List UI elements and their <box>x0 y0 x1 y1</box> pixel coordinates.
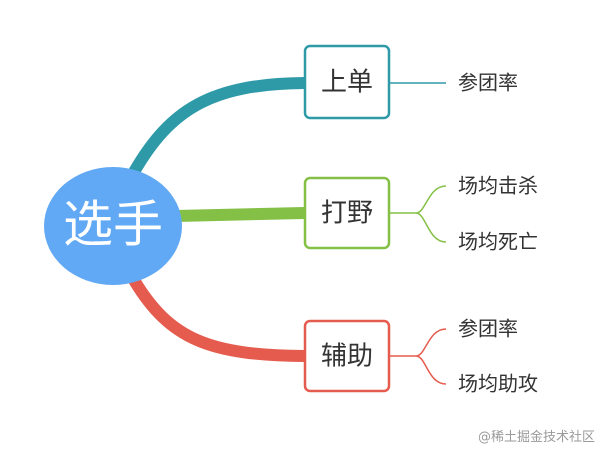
branch-node-1-label: 上单 <box>321 68 373 98</box>
root-node-ellipse <box>44 167 182 285</box>
connector-branch-2-leaves <box>390 185 447 243</box>
connector-root-branch-3 <box>128 274 310 362</box>
watermark-text: @稀土掘金技术社区 <box>478 429 595 445</box>
leaf-3-1[interactable]: 参团率 <box>458 317 518 341</box>
branch-node-3[interactable]: 辅助 <box>303 319 391 393</box>
connector-root-branch-2 <box>170 207 310 222</box>
root-node[interactable]: 选手 <box>44 167 182 285</box>
branch-node-2[interactable]: 打野 <box>303 176 391 250</box>
connector-root-branch-1 <box>128 77 310 178</box>
branch-node-2-label: 打野 <box>321 199 373 229</box>
branch-node-1[interactable]: 上单 <box>303 44 391 120</box>
branch-node-1-box <box>303 44 391 120</box>
leaf-1-1[interactable]: 参团率 <box>458 71 518 95</box>
branch-node-3-label: 辅助 <box>321 342 373 372</box>
root-node-label: 选手 <box>63 196 163 254</box>
leaf-2-2[interactable]: 场均死亡 <box>458 230 538 254</box>
leaf-2-1[interactable]: 场均击杀 <box>458 174 538 198</box>
branch-node-2-box <box>303 176 391 250</box>
connector-branch-3-leaves <box>390 328 447 385</box>
leaf-3-2[interactable]: 场均助攻 <box>458 372 538 396</box>
branch-node-3-box <box>303 319 391 393</box>
